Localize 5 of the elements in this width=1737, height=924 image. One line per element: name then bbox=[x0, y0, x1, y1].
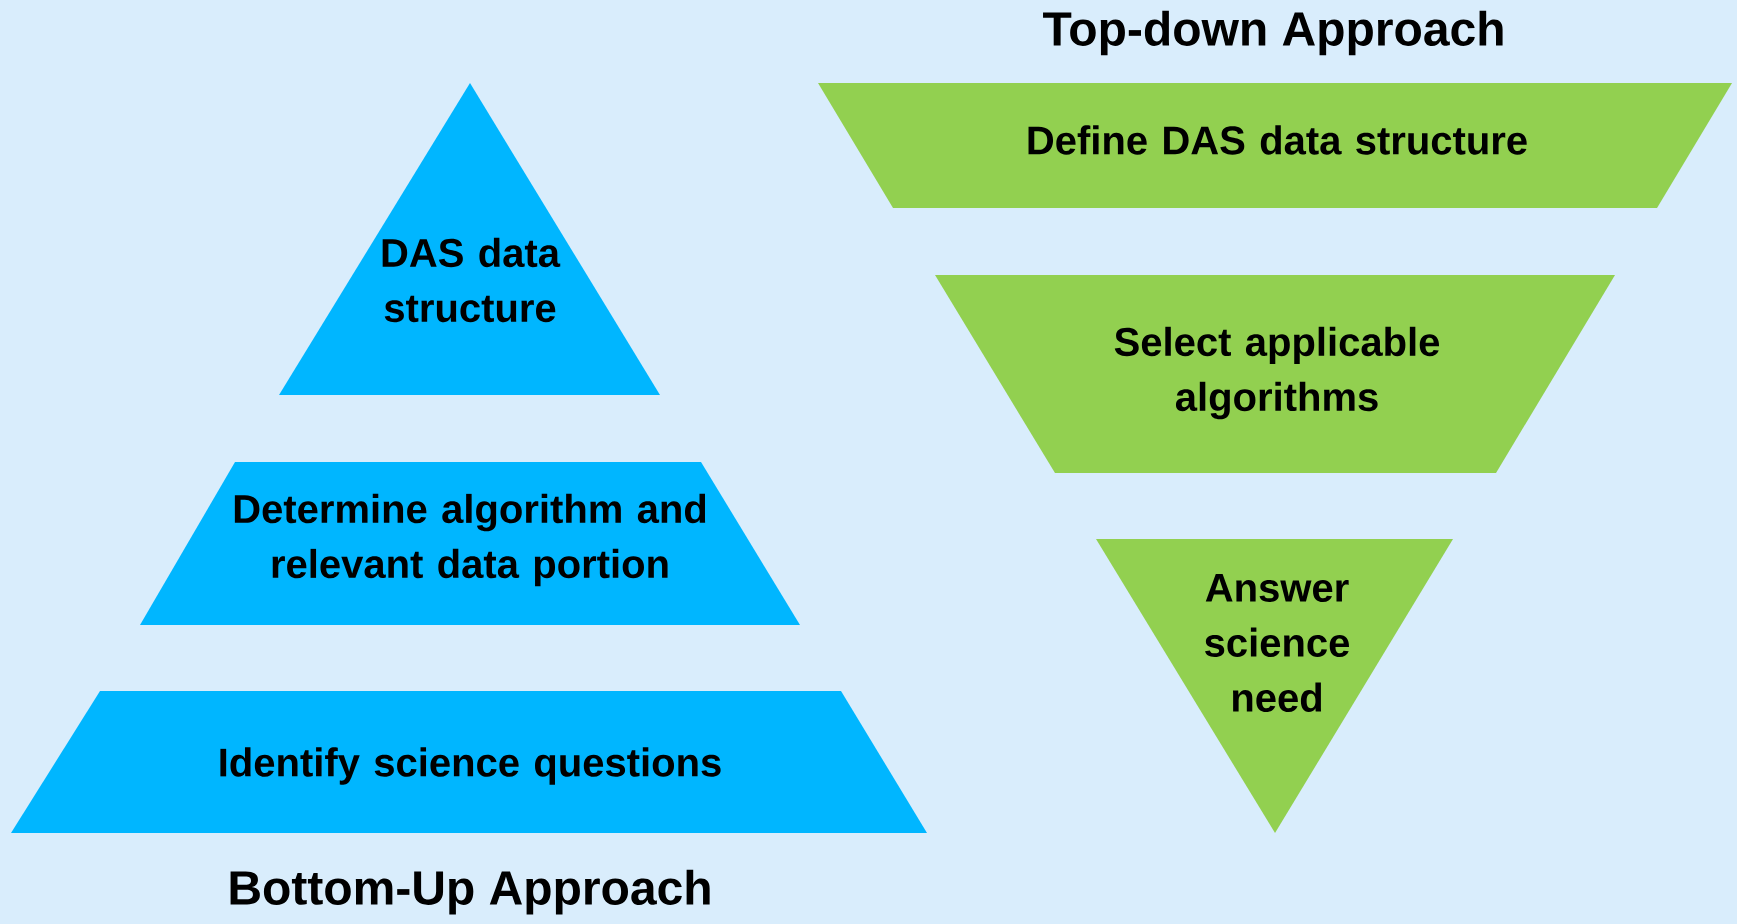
trapezoid: Determine algorithm and relevant data portion bbox=[140, 462, 800, 625]
inverted-trapezoid: Define DAS data structure bbox=[818, 83, 1732, 208]
inverted-triangle: Answer science need bbox=[1096, 539, 1453, 833]
triangle: DAS data structure bbox=[279, 83, 660, 395]
inverted-trapezoid: Select applicable algorithms bbox=[935, 275, 1615, 473]
